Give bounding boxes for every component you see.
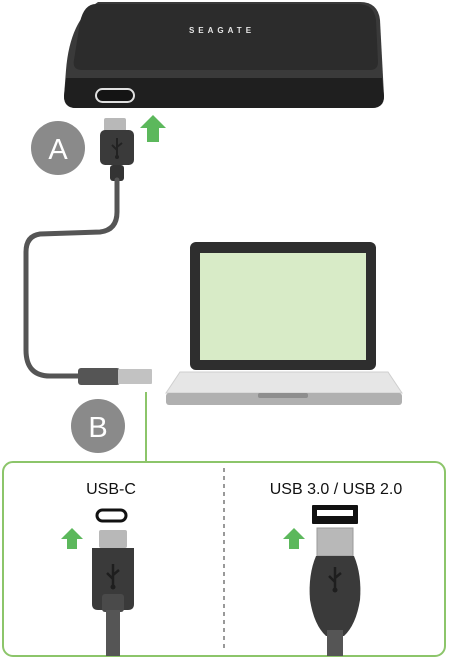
usbc-plug-a <box>100 118 134 181</box>
usbc-port-icon <box>95 508 128 523</box>
usb-cable <box>23 177 120 379</box>
step-b-badge: B <box>71 399 125 453</box>
up-arrow-icon <box>140 115 166 142</box>
usbc-plug <box>92 530 134 656</box>
usba-plug <box>78 368 152 385</box>
up-arrow-icon <box>283 528 305 549</box>
laptop <box>165 242 403 405</box>
usb-trident-icon <box>106 564 120 590</box>
step-b-letter: B <box>88 412 107 444</box>
usba-port-icon <box>312 505 358 524</box>
up-arrow-icon <box>61 528 83 549</box>
laptop-screen <box>200 253 366 360</box>
usb-trident-icon <box>328 567 342 593</box>
usba-label: USB 3.0 / USB 2.0 <box>270 481 403 498</box>
step-a-letter: A <box>48 134 68 166</box>
drive-usbc-port <box>95 88 135 103</box>
usb-trident-icon <box>111 138 123 159</box>
external-drive: SEAGATE <box>64 2 384 108</box>
usba-plug-large <box>309 527 361 656</box>
drive-brand-logo: SEAGATE <box>189 26 255 35</box>
step-a-badge: A <box>31 121 85 175</box>
usbc-label: USB-C <box>86 481 136 498</box>
